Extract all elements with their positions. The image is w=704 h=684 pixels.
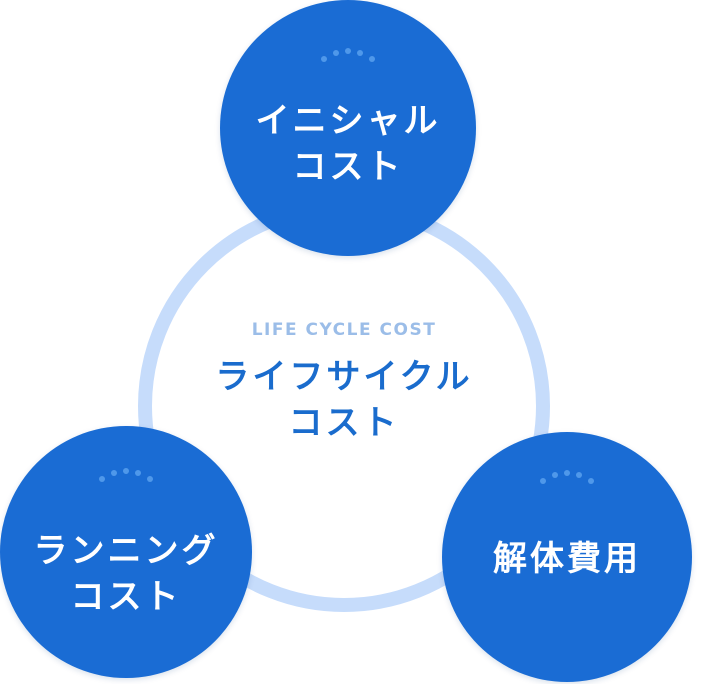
decorative-dot xyxy=(123,468,129,474)
node-initial-cost-line-2: コスト xyxy=(292,147,404,187)
node-running-cost-line-1: ランニング xyxy=(33,531,219,571)
decorative-dot xyxy=(552,472,558,478)
center-subtitle: LIFE CYCLE COST xyxy=(251,320,437,340)
node-running-cost-line-2: コスト xyxy=(70,577,182,617)
decorative-dot xyxy=(588,478,594,484)
center-title-line-1: ライフサイクル xyxy=(215,357,473,397)
decorative-dot xyxy=(564,470,570,476)
dots-arc-decoration xyxy=(220,44,476,66)
center-title: ライフサイクル コスト xyxy=(164,354,524,446)
center-label: LIFE CYCLE COST ライフサイクル コスト xyxy=(164,316,524,446)
node-demolition-cost-label: 解体費用 xyxy=(442,536,692,582)
decorative-dot xyxy=(147,476,153,482)
decorative-dot xyxy=(345,48,351,54)
node-initial-cost-line-1: イニシャル xyxy=(255,101,441,141)
decorative-dot xyxy=(321,56,327,62)
decorative-dot xyxy=(369,56,375,62)
node-initial-cost: イニシャル コスト xyxy=(220,0,476,256)
decorative-dot xyxy=(576,472,582,478)
decorative-dot xyxy=(135,470,141,476)
decorative-dot xyxy=(111,470,117,476)
node-initial-cost-label: イニシャル コスト xyxy=(220,98,476,190)
node-demolition-cost-line-1: 解体費用 xyxy=(493,539,641,579)
dots-arc-decoration xyxy=(0,464,252,486)
decorative-dot xyxy=(99,476,105,482)
node-running-cost-label: ランニング コスト xyxy=(0,528,252,620)
node-running-cost: ランニング コスト xyxy=(0,426,252,678)
center-title-line-2: コスト xyxy=(288,403,400,443)
dots-arc-decoration xyxy=(442,466,692,488)
decorative-dot xyxy=(540,478,546,484)
decorative-dot xyxy=(357,50,363,56)
decorative-dot xyxy=(333,50,339,56)
node-demolition-cost: 解体費用 xyxy=(442,432,692,682)
